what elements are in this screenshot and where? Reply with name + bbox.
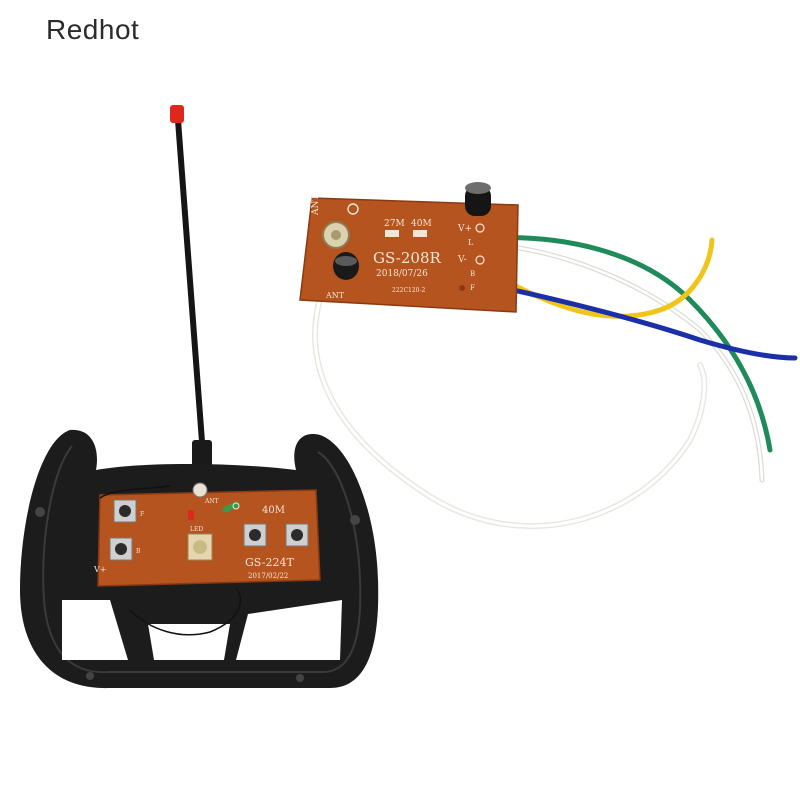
white-antenna-wire [312, 289, 708, 530]
right-grip-cutout [236, 600, 342, 660]
brand-watermark: Redhot [46, 14, 140, 45]
button-right-2 [285, 523, 309, 547]
transmitter-f-label: F [140, 511, 144, 518]
led-indicator [188, 510, 194, 520]
white-wire [485, 241, 765, 483]
transmitter-b-label: B [136, 548, 141, 555]
transmitter-model: GS-224T [245, 556, 294, 569]
antenna-tip [170, 105, 184, 123]
receiver-board: ANT 27M 40M GS-208R 2018/07/26 222C120-2… [299, 182, 519, 313]
receiver-pin-vplus: V+ [457, 224, 472, 234]
transmitter-date: 2017/02/22 [248, 572, 288, 580]
left-grip-cutout [62, 600, 128, 660]
green-wire [489, 235, 773, 453]
transmitter-ant-label: ANT [204, 498, 219, 505]
transmitter-freq: 40M [262, 505, 285, 516]
receiver-pin-b: B [470, 270, 475, 278]
receiver-wires [312, 235, 798, 530]
receiver-pin-l: L [468, 238, 474, 247]
receiver-model: GS-208R [373, 249, 442, 267]
white-wire-inner [486, 242, 764, 482]
blue-wire [483, 281, 798, 361]
receiver-ant-bottom-label: ANT [325, 291, 345, 300]
transmitter-vplus-label: V+ [93, 565, 106, 574]
center-cutout [148, 624, 230, 660]
antenna [170, 105, 212, 470]
button-top-left [113, 499, 137, 523]
receiver-date: 2018/07/26 [376, 269, 428, 279]
transmitter-board: ANT LED 40M GS-224T 2017/02/22 V+ B F [93, 482, 321, 636]
button-right-1 [243, 523, 267, 547]
receiver-code: 222C120-2 [392, 287, 426, 294]
receiver-pin-vminus: V- [457, 255, 467, 265]
transmitter-led-label: LED [190, 526, 203, 533]
white-antenna-wire-inner [313, 290, 706, 528]
receiver-ant-top-label: ANT [311, 195, 321, 216]
receiver-freq-40: 40M [411, 219, 432, 229]
button-bottom-left [109, 537, 133, 561]
receiver-freq-27: 27M [384, 219, 405, 229]
receiver-pin-f: F [470, 284, 475, 292]
capacitor-large [465, 186, 491, 216]
